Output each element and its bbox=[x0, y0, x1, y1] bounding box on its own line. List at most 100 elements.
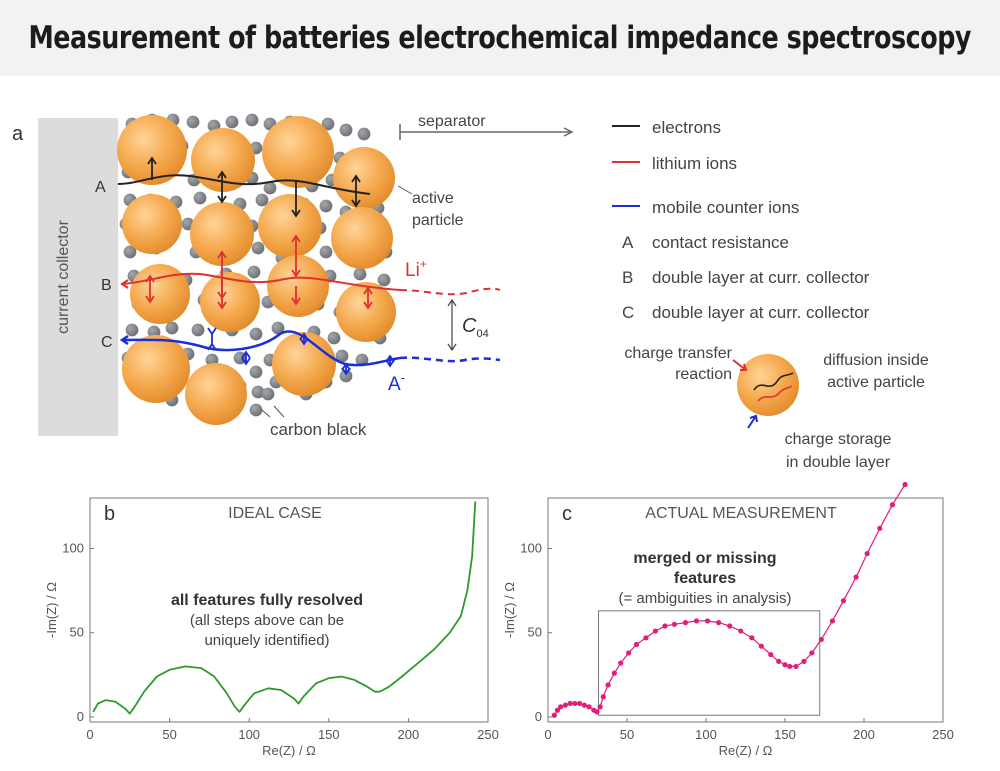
single-particle-inset: charge transfer reaction diffusion insid… bbox=[624, 345, 928, 471]
data-point bbox=[727, 623, 733, 629]
x-tick-label: 100 bbox=[238, 727, 260, 742]
legend-lithium-ions: lithium ions bbox=[652, 154, 737, 173]
active-particle-label-1: active bbox=[412, 190, 454, 207]
carbon-black-dot bbox=[321, 117, 335, 131]
carbon-black-dot bbox=[355, 353, 369, 367]
carbon-black-dot bbox=[247, 265, 261, 279]
data-point bbox=[889, 502, 896, 508]
data-point bbox=[562, 702, 568, 708]
x-tick-label: 0 bbox=[86, 727, 93, 742]
data-point bbox=[877, 525, 883, 531]
annotation: (all steps above can be bbox=[190, 612, 344, 629]
data-point bbox=[840, 598, 847, 604]
active-particle bbox=[267, 255, 329, 317]
data-point bbox=[572, 700, 578, 707]
current-collector bbox=[38, 118, 118, 436]
data-point bbox=[738, 628, 744, 634]
carbon-black-dot bbox=[353, 267, 367, 281]
data-point bbox=[551, 712, 557, 718]
separator-label: separator bbox=[418, 113, 486, 130]
inset-diffusion-2: active particle bbox=[827, 374, 925, 391]
li-ion-label: Li+ bbox=[405, 257, 427, 281]
carbon-black-dot bbox=[249, 327, 263, 341]
inset-electron-path bbox=[753, 372, 794, 391]
carbon-black-dot bbox=[186, 115, 200, 129]
data-point bbox=[577, 700, 583, 707]
data-point bbox=[782, 662, 788, 668]
legend-key-c: C bbox=[622, 303, 634, 322]
panel-label: c bbox=[562, 503, 572, 525]
chart-title: IDEAL CASE bbox=[228, 505, 322, 522]
legend-key-a: A bbox=[622, 233, 634, 252]
active-particle bbox=[191, 128, 255, 192]
data-point bbox=[787, 663, 793, 670]
inset-lithium-path bbox=[757, 385, 793, 402]
active-particle bbox=[190, 202, 254, 266]
carbon-black-dot bbox=[249, 403, 263, 417]
data-point bbox=[611, 670, 617, 676]
carbon-black-dot bbox=[125, 323, 139, 337]
data-point bbox=[643, 635, 649, 641]
figure: a current collector A B C separator acti… bbox=[12, 113, 954, 758]
current-collector-label: current collector bbox=[55, 219, 72, 333]
data-point bbox=[581, 702, 587, 708]
carbon-black-dot bbox=[245, 113, 259, 127]
legend-double-layer-b: double layer at curr. collector bbox=[652, 268, 870, 287]
electron-path bbox=[117, 174, 371, 195]
data-point bbox=[597, 704, 603, 710]
active-particles bbox=[117, 115, 396, 425]
plot-frame bbox=[89, 497, 489, 723]
x-tick-label: 100 bbox=[695, 727, 717, 742]
x-axis-label: Re(Z) / Ω bbox=[262, 743, 316, 758]
legend: electrons lithium ions mobile counter io… bbox=[612, 118, 870, 322]
annotation-bold: merged or missing bbox=[633, 550, 776, 567]
legend-counter-ions: mobile counter ions bbox=[652, 198, 799, 217]
data-point bbox=[652, 628, 659, 634]
carbon-black-dot bbox=[251, 241, 265, 255]
data-point bbox=[749, 635, 755, 641]
carbon-black-dot bbox=[165, 321, 179, 335]
active-particle-label-2: particle bbox=[412, 212, 464, 229]
active-particle bbox=[122, 335, 190, 403]
ambiguity-box bbox=[598, 610, 821, 716]
x-tick-label: 50 bbox=[620, 727, 634, 742]
carbon-black-dot bbox=[357, 127, 371, 141]
active-particle bbox=[117, 115, 187, 185]
carbon-black-dot bbox=[193, 191, 207, 205]
row-marker-b: B bbox=[101, 277, 112, 294]
carbon-black-dot bbox=[271, 321, 285, 335]
y-tick-label: 100 bbox=[520, 541, 542, 556]
data-point bbox=[558, 704, 564, 710]
lithium-ion-path bbox=[121, 272, 401, 291]
x-tick-label: 250 bbox=[932, 727, 954, 742]
annotation: uniquely identified) bbox=[204, 632, 329, 649]
transport-arrows bbox=[119, 156, 395, 376]
carbon-black-dot bbox=[255, 193, 269, 207]
panel-label: b bbox=[104, 503, 115, 525]
inset-storage-2: in double layer bbox=[786, 454, 891, 471]
data-point bbox=[625, 650, 632, 656]
row-marker-c: C bbox=[101, 334, 113, 351]
active-particle bbox=[331, 207, 393, 269]
page-title-bar: Measurement of batteries electrochemical… bbox=[0, 0, 1000, 76]
data-point bbox=[682, 620, 689, 626]
active-particle bbox=[333, 147, 395, 209]
svg-text:C04: C04 bbox=[462, 315, 489, 340]
carbon-black-dot bbox=[377, 273, 391, 287]
data-point bbox=[704, 618, 711, 624]
data-point bbox=[567, 700, 573, 707]
data-point bbox=[768, 652, 774, 658]
page-title: Measurement of batteries electrochemical… bbox=[28, 20, 972, 56]
active-particle bbox=[185, 363, 247, 425]
series-line bbox=[92, 501, 477, 715]
inset-storage-1: charge storage bbox=[785, 431, 892, 448]
data-point bbox=[818, 636, 824, 643]
active-particle-callout: active particle bbox=[397, 185, 464, 229]
carbon-black-dot bbox=[339, 369, 353, 383]
x-tick-label: 150 bbox=[774, 727, 796, 742]
carbon-black-callout: carbon black bbox=[261, 405, 367, 439]
data-point bbox=[793, 663, 799, 670]
data-point bbox=[662, 623, 668, 629]
data-point bbox=[586, 704, 592, 710]
